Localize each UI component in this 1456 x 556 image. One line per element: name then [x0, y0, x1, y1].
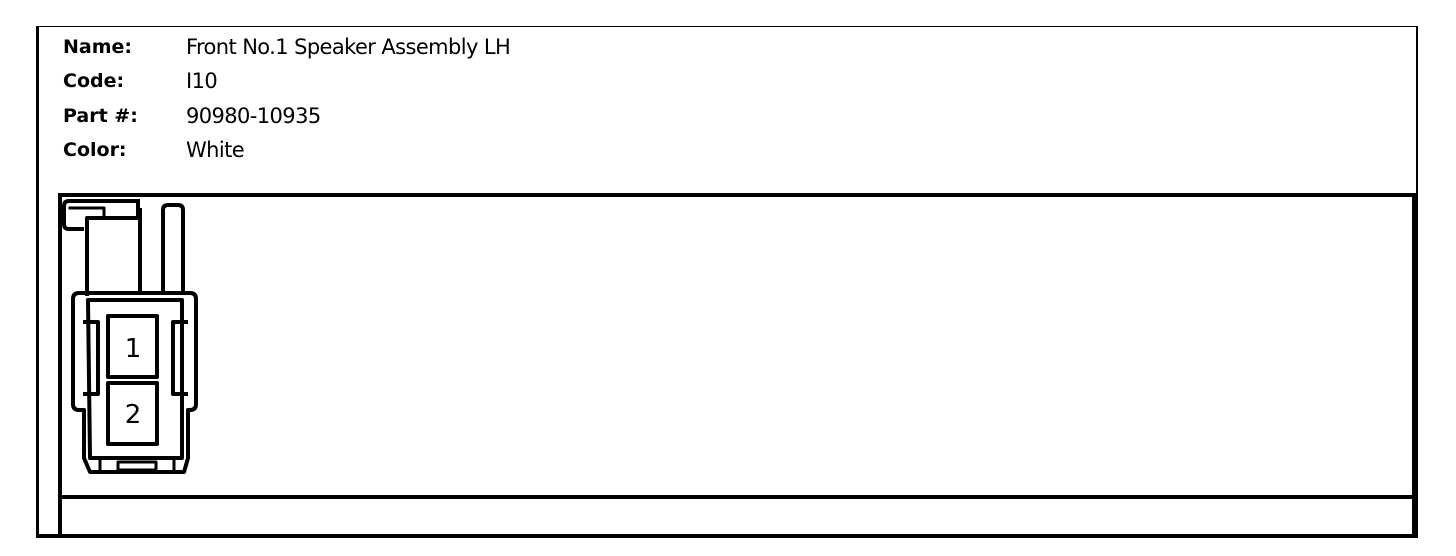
code-value: I10	[186, 69, 218, 93]
pin-cavity-2	[106, 381, 159, 446]
connector-info-frame	[36, 26, 1418, 538]
connector-diagram-panel	[58, 193, 1416, 499]
code-label: Code:	[63, 70, 125, 92]
name-label: Name:	[63, 36, 133, 58]
latch-top-left	[62, 199, 140, 296]
pin-label-2: 2	[125, 400, 142, 430]
pin-cavity-1	[106, 314, 159, 379]
footer-strip	[58, 495, 1416, 535]
name-value: Front No.1 Speaker Assembly LH	[186, 35, 511, 59]
part-number-label: Part #:	[63, 105, 138, 127]
color-value: White	[186, 138, 245, 162]
latch-tab-right	[161, 203, 185, 294]
connector-housing	[71, 291, 198, 474]
part-number-value: 90980-10935	[186, 104, 321, 128]
color-label: Color:	[63, 139, 127, 161]
pin-label-1: 1	[125, 334, 142, 364]
